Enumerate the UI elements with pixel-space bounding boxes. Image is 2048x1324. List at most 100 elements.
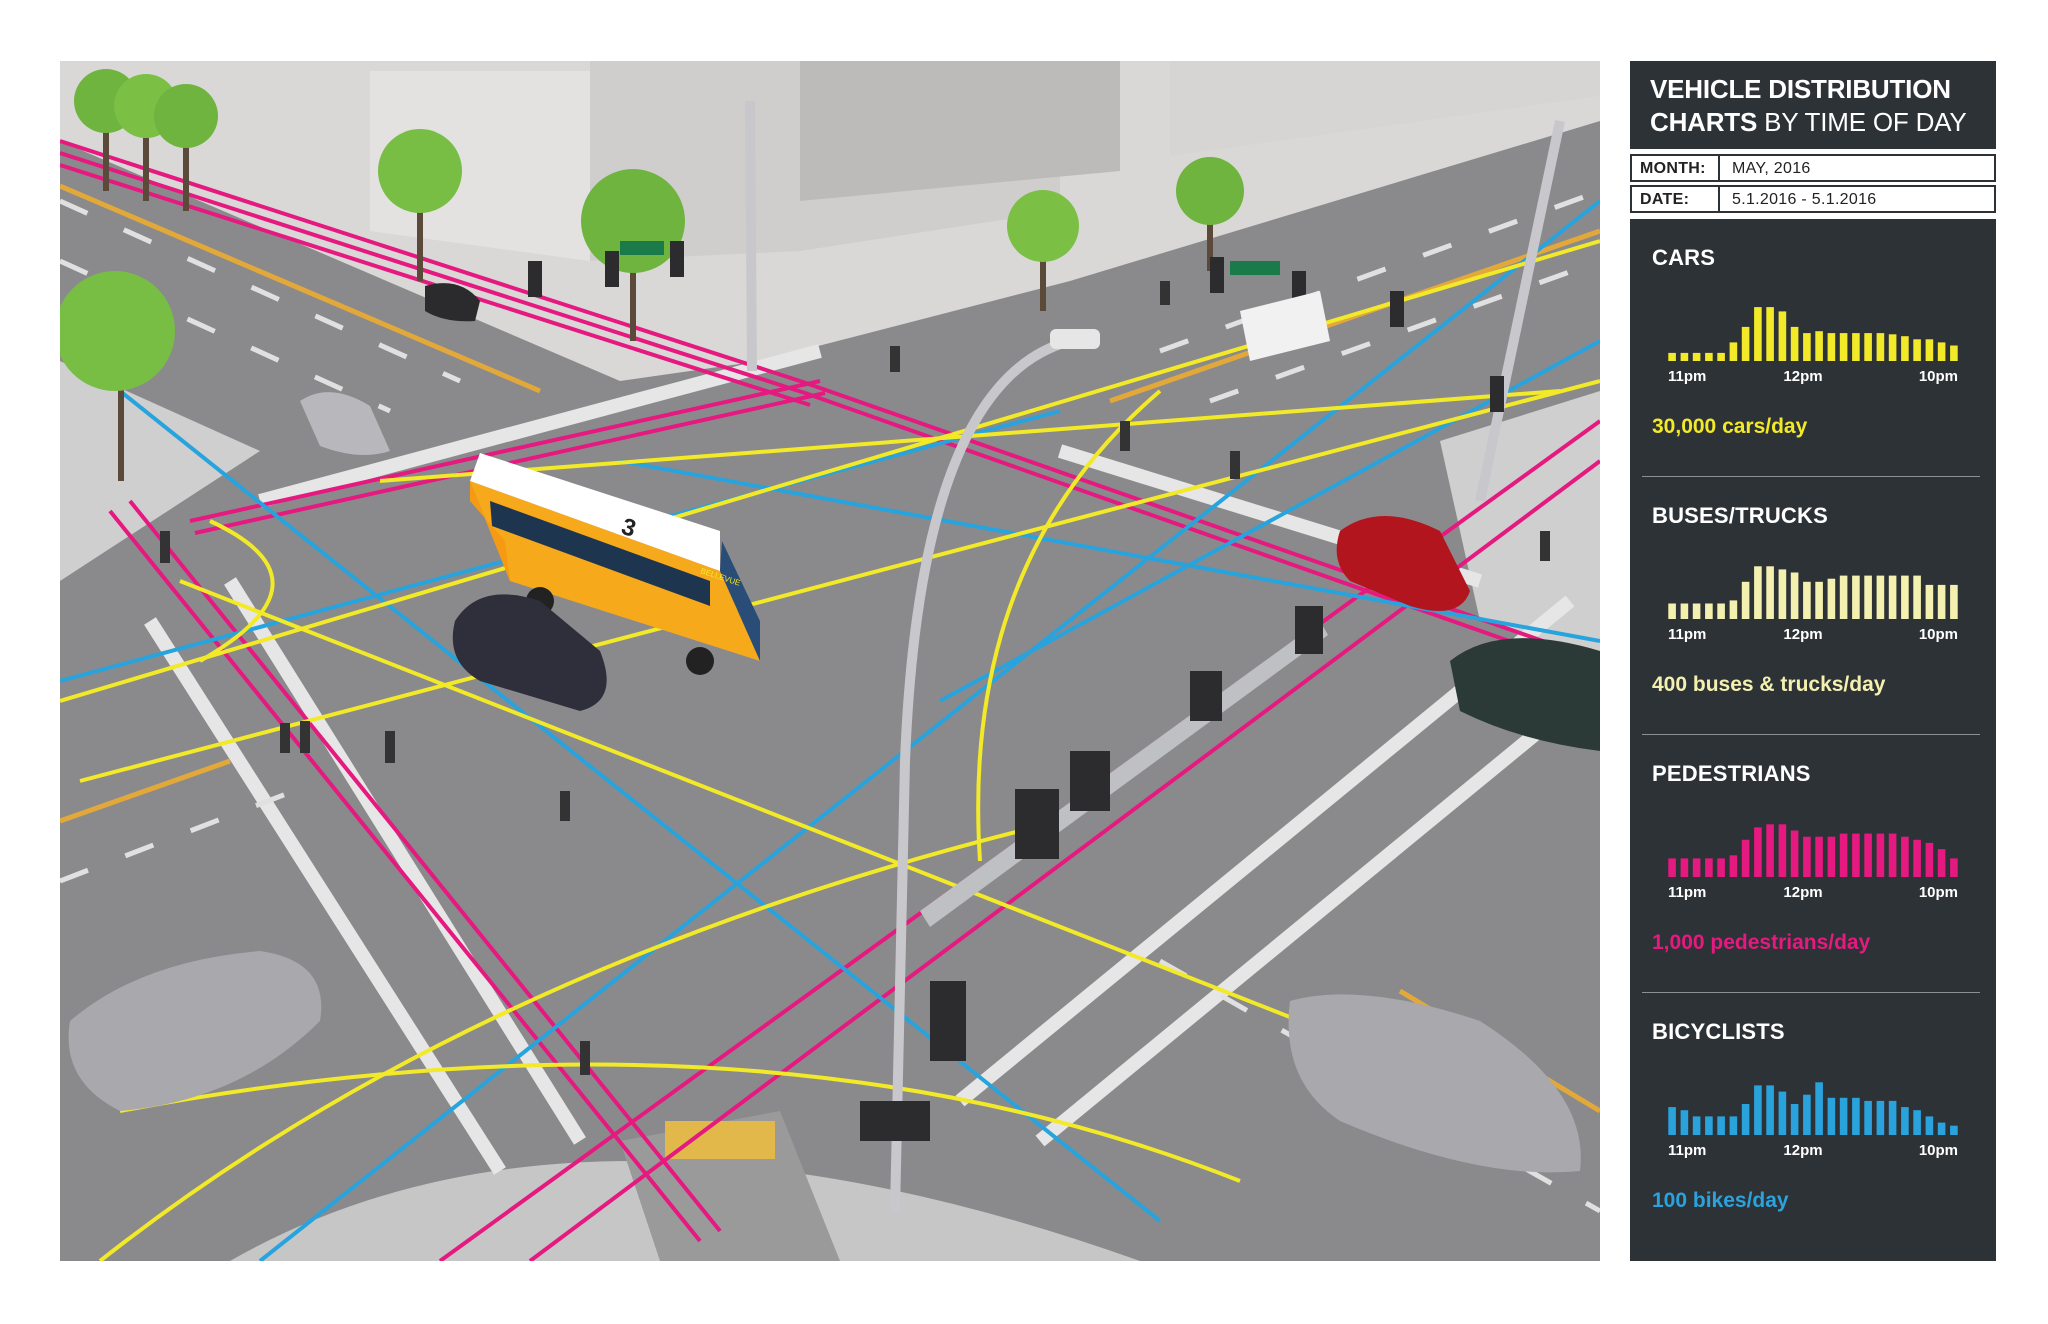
date-value: 5.1.2016 - 5.1.2016 bbox=[1732, 191, 1877, 208]
bar-11 bbox=[1803, 1094, 1811, 1135]
chart-title: BUSES/TRUCKS bbox=[1652, 503, 1828, 528]
intersection-illustration: 3 BELLEVUE bbox=[60, 61, 1600, 1261]
bar-15 bbox=[1852, 333, 1860, 361]
bar-1 bbox=[1680, 858, 1689, 877]
tick-label: 10pm bbox=[1919, 368, 1958, 385]
bar-16 bbox=[1864, 575, 1872, 619]
bar-9 bbox=[1778, 1091, 1787, 1135]
bar-15 bbox=[1852, 833, 1860, 877]
bar-1 bbox=[1680, 1110, 1689, 1135]
chart-summary: 1,000 pedestrians/day bbox=[1652, 931, 1871, 954]
bar-8 bbox=[1766, 1085, 1774, 1135]
bar-2 bbox=[1692, 1116, 1701, 1135]
intersection-scene: 3 BELLEVUE bbox=[60, 61, 1600, 1261]
bar-18 bbox=[1888, 833, 1897, 877]
tick-label: 10pm bbox=[1919, 884, 1958, 901]
chart-title: BICYCLISTS bbox=[1652, 1019, 1785, 1044]
bar-1 bbox=[1680, 352, 1689, 361]
bar-1 bbox=[1680, 603, 1689, 619]
bar-10 bbox=[1790, 830, 1799, 877]
bar-23 bbox=[1950, 858, 1958, 877]
bar-6 bbox=[1741, 326, 1750, 361]
panel-title: VEHICLE DISTRIBUTION CHARTS BY TIME OF D… bbox=[1630, 61, 1996, 149]
bar-6 bbox=[1741, 1104, 1750, 1135]
bar-11 bbox=[1803, 581, 1811, 619]
bar-18 bbox=[1888, 575, 1897, 619]
bar-13 bbox=[1827, 1097, 1836, 1135]
bar-10 bbox=[1790, 326, 1799, 361]
bar-9 bbox=[1778, 824, 1787, 877]
bar-3 bbox=[1705, 352, 1713, 361]
bar-3 bbox=[1705, 1116, 1713, 1135]
bar-5 bbox=[1729, 855, 1738, 877]
bar-4 bbox=[1717, 858, 1725, 877]
tick-label: 11pm bbox=[1668, 626, 1706, 643]
tick-label: 11pm bbox=[1668, 884, 1706, 901]
bus: 3 BELLEVUE bbox=[470, 453, 760, 675]
panel-title-light-2: BY TIME OF DAY bbox=[1764, 107, 1967, 137]
bar-17 bbox=[1876, 1100, 1885, 1135]
bar-23 bbox=[1950, 345, 1958, 361]
tick-label: 11pm bbox=[1668, 1142, 1706, 1159]
bar-12 bbox=[1815, 331, 1823, 361]
chart-summary: 400 buses & trucks/day bbox=[1652, 673, 1886, 696]
bar-9 bbox=[1778, 311, 1787, 361]
tick-label: 12pm bbox=[1783, 368, 1822, 385]
bar-2 bbox=[1692, 858, 1701, 877]
tick-label: 10pm bbox=[1919, 626, 1958, 643]
bar-0 bbox=[1668, 603, 1676, 619]
bar-7 bbox=[1754, 827, 1762, 877]
panel-title-line-2: CHARTS BY TIME OF DAY bbox=[1650, 106, 1976, 139]
bar-12 bbox=[1815, 581, 1823, 619]
section-divider bbox=[1642, 992, 1980, 993]
chart-summary: 100 bikes/day bbox=[1652, 1189, 1789, 1212]
bar-19 bbox=[1901, 336, 1909, 361]
bar-15 bbox=[1852, 575, 1860, 619]
bar-13 bbox=[1827, 836, 1836, 877]
bar-18 bbox=[1888, 1100, 1897, 1135]
bar-20 bbox=[1913, 339, 1921, 361]
bar-0 bbox=[1668, 1107, 1676, 1135]
tick-label: 12pm bbox=[1783, 626, 1822, 643]
panel-title-line-1: VEHICLE DISTRIBUTION bbox=[1650, 74, 1951, 104]
bar-14 bbox=[1839, 1097, 1848, 1135]
bar-2 bbox=[1692, 352, 1701, 361]
bar-16 bbox=[1864, 333, 1872, 361]
bar-3 bbox=[1705, 858, 1713, 877]
bar-5 bbox=[1729, 600, 1738, 619]
bar-22 bbox=[1937, 342, 1946, 361]
bar-23 bbox=[1950, 584, 1958, 619]
month-label: MONTH: bbox=[1632, 156, 1720, 180]
bar-2 bbox=[1692, 603, 1701, 619]
bar-14 bbox=[1839, 575, 1848, 619]
bar-19 bbox=[1901, 836, 1909, 877]
bar-13 bbox=[1827, 578, 1836, 619]
bar-12 bbox=[1815, 836, 1823, 877]
tick-label: 12pm bbox=[1783, 884, 1822, 901]
bar-22 bbox=[1937, 849, 1946, 877]
mini-bar-chart-buses: 11pm 12pm 10pm bbox=[1668, 566, 1958, 643]
bar-0 bbox=[1668, 352, 1676, 361]
bar-9 bbox=[1778, 569, 1787, 619]
bar-16 bbox=[1864, 1100, 1872, 1135]
bar-22 bbox=[1937, 584, 1946, 619]
bar-19 bbox=[1901, 575, 1909, 619]
section-divider bbox=[1642, 734, 1980, 735]
chart-title: CARS bbox=[1652, 245, 1716, 270]
bar-7 bbox=[1754, 307, 1762, 361]
bar-20 bbox=[1913, 839, 1921, 877]
bar-21 bbox=[1925, 584, 1934, 619]
chart-section-buses: BUSES/TRUCKS 11pm 12pm 10pm 400 buses & tr… bbox=[1630, 477, 1996, 735]
vehicles: 3 BELLEVUE bbox=[68, 283, 1600, 1173]
pedestrians bbox=[160, 281, 1550, 1075]
bar-10 bbox=[1790, 572, 1799, 619]
trees bbox=[60, 69, 1244, 481]
bar-21 bbox=[1925, 842, 1934, 877]
mini-bar-chart-pedestrians: 11pm 12pm 10pm bbox=[1668, 824, 1958, 901]
bar-8 bbox=[1766, 824, 1774, 877]
